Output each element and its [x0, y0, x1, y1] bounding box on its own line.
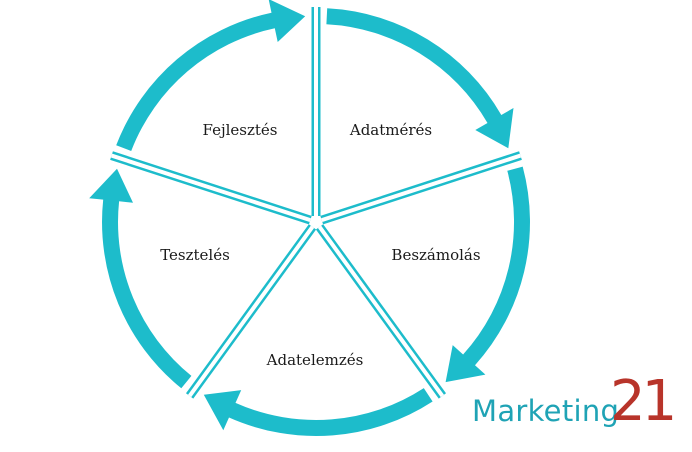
cycle-arrow-fejlesztes: [116, 0, 306, 151]
segment-label-fejlesztes: Fejlesztés: [203, 121, 278, 139]
divider-line-inner: [317, 225, 444, 398]
segment-label-teszteles: Tesztelés: [160, 246, 230, 264]
divider-line-inner: [321, 153, 522, 223]
logo-number: 21: [610, 369, 677, 434]
segment-dividers: [110, 7, 522, 399]
cycle-arrow-teszteles: [89, 168, 192, 389]
divider-line-inner: [188, 225, 315, 398]
segment-label-adatmeres: Adatmérés: [349, 121, 432, 139]
cycle-arrow-adatelemzes: [203, 388, 433, 437]
divider-line-inner: [110, 153, 311, 223]
segment-labels: Adatmérés Beszámolás Adatelemzés Tesztel…: [160, 121, 480, 369]
segment-label-adatelemzes: Adatelemzés: [266, 351, 364, 369]
logo-word: Marketing: [472, 394, 620, 428]
cycle-arrows: [89, 0, 530, 437]
cycle-arrow-adatmeres: [326, 8, 514, 149]
center-hub: [312, 218, 320, 226]
segment-label-beszamolas: Beszámolás: [391, 246, 480, 264]
cycle-arrow-beszamolas: [445, 166, 530, 383]
marketing21-logo: Marketing 21: [472, 374, 687, 438]
